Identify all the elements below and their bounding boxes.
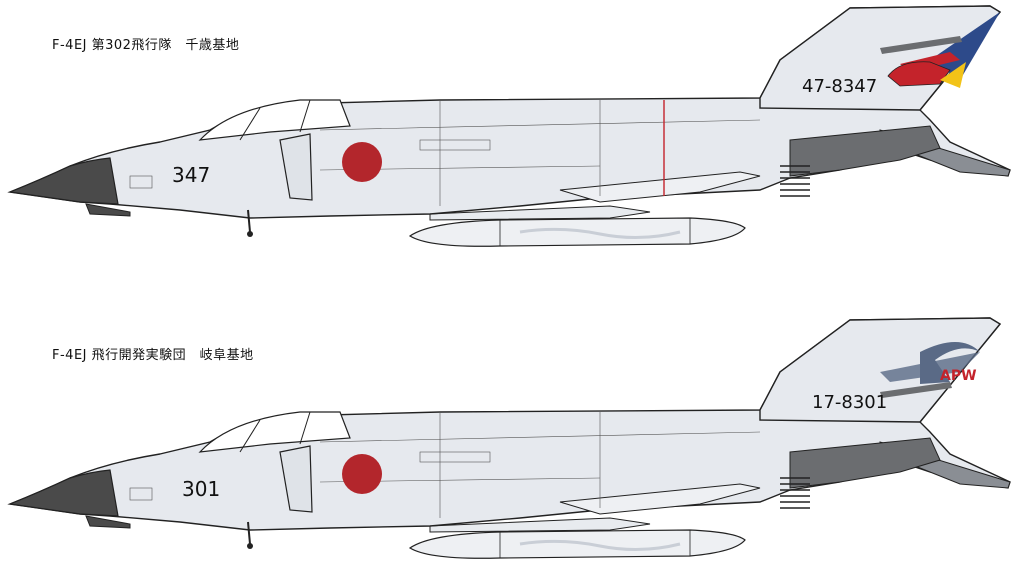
wing bbox=[559, 483, 761, 515]
tail-number: 47-8347 bbox=[802, 76, 877, 97]
canopy bbox=[198, 99, 351, 141]
profile-1-caption: F-4EJ 第302飛行隊 千歳基地 bbox=[52, 38, 240, 53]
exhaust-area bbox=[789, 125, 941, 177]
tail-letters: APW bbox=[940, 368, 977, 384]
wing bbox=[559, 171, 761, 203]
canopy bbox=[198, 411, 351, 453]
aircraft-profile-2: APW 17-8301 301 bbox=[7, 317, 1011, 559]
fuel-tank bbox=[408, 529, 746, 559]
tail-number: 17-8301 bbox=[812, 392, 887, 413]
aircraft-2-drawing: APW 17-8301 301 bbox=[7, 317, 1011, 559]
aircraft-profile-1: 47-8347 347 bbox=[7, 5, 1011, 247]
hinomaru-roundel bbox=[342, 454, 382, 494]
nose-number: 347 bbox=[172, 163, 210, 187]
aircraft-1-drawing: 47-8347 347 bbox=[7, 5, 1011, 247]
tail-fin bbox=[759, 317, 1002, 423]
radome bbox=[7, 469, 119, 517]
missile bbox=[429, 517, 651, 533]
intake bbox=[279, 445, 313, 513]
profile-2-caption: F-4EJ 飛行開発実験団 岐阜基地 bbox=[52, 348, 254, 363]
intake bbox=[279, 133, 313, 201]
missile bbox=[429, 205, 651, 221]
radome bbox=[7, 157, 119, 205]
nose-gear bbox=[247, 209, 251, 233]
exhaust-area bbox=[789, 437, 941, 489]
hinomaru-roundel bbox=[342, 142, 382, 182]
nose-number: 301 bbox=[182, 477, 220, 501]
fuel-tank bbox=[408, 217, 746, 247]
nose-gear bbox=[247, 521, 251, 545]
